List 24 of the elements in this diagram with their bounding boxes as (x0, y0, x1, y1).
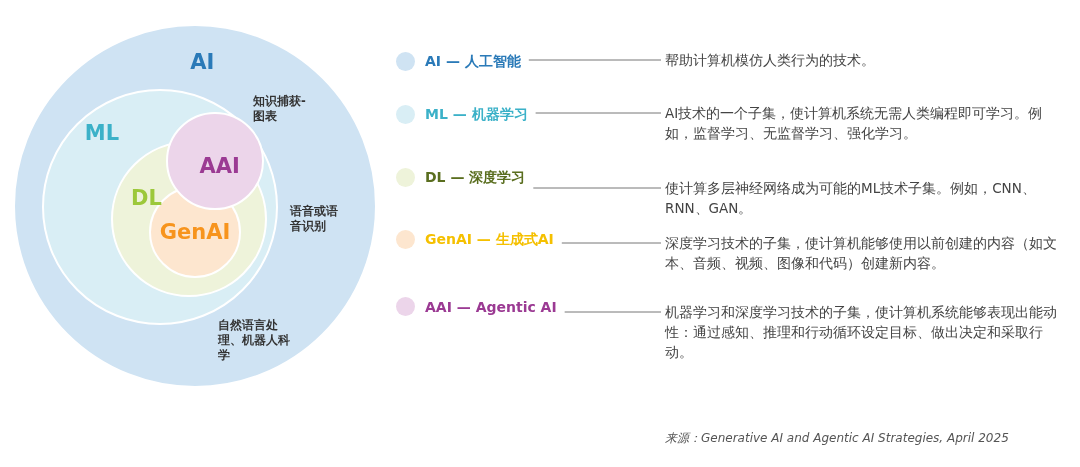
description-text: AI技术的一个子集，使计算机系统无需人类编程即可学习。例如，监督学习、无监督学习、强化学习。 (665, 103, 1065, 143)
source-caption: 来源：Generative AI and Agentic AI Strategies, April 2025 (665, 430, 1009, 447)
connector-line (532, 187, 662, 189)
term-label: GenAI — 生成式AI (425, 230, 554, 249)
term-label: DL — 深度学习 (425, 168, 526, 187)
connector-line (528, 59, 662, 61)
area-note: 语音或语音识别 (290, 204, 338, 234)
description-text: 帮助计算机模仿人类行为的技术。 (665, 50, 1065, 70)
circle-label: GenAI (159, 220, 231, 244)
circle-label: AAI (199, 153, 240, 178)
connector-line (564, 311, 662, 313)
circle-label: ML (84, 120, 120, 145)
circle-label: DL (131, 185, 162, 210)
term-label: ML — 机器学习 (425, 105, 528, 124)
term-label: AAI — Agentic AI (425, 298, 557, 315)
circle-label: AI (190, 50, 215, 74)
description-text: 深度学习技术的子集，使计算机能够使用以前创建的内容（如文本、音频、视频、图像和代码）创建新内容。 (665, 233, 1065, 273)
connector-line (535, 112, 662, 114)
area-note: 自然语言处理、机器人科学 (218, 318, 290, 363)
description-text: 机器学习和深度学习技术的子集，使计算机系统能够表现出能动性：通过感知、推理和行动循环设定目标、做出决定和采取行动。 (665, 302, 1065, 362)
term-label: AI — 人工智能 (425, 52, 521, 71)
description-text: 使计算多层神经网络成为可能的ML技术子集。例如，CNN、RNN、GAN。 (665, 178, 1065, 218)
connector-line (561, 242, 662, 244)
area-note: 知识捕获- 图表 (253, 94, 307, 124)
